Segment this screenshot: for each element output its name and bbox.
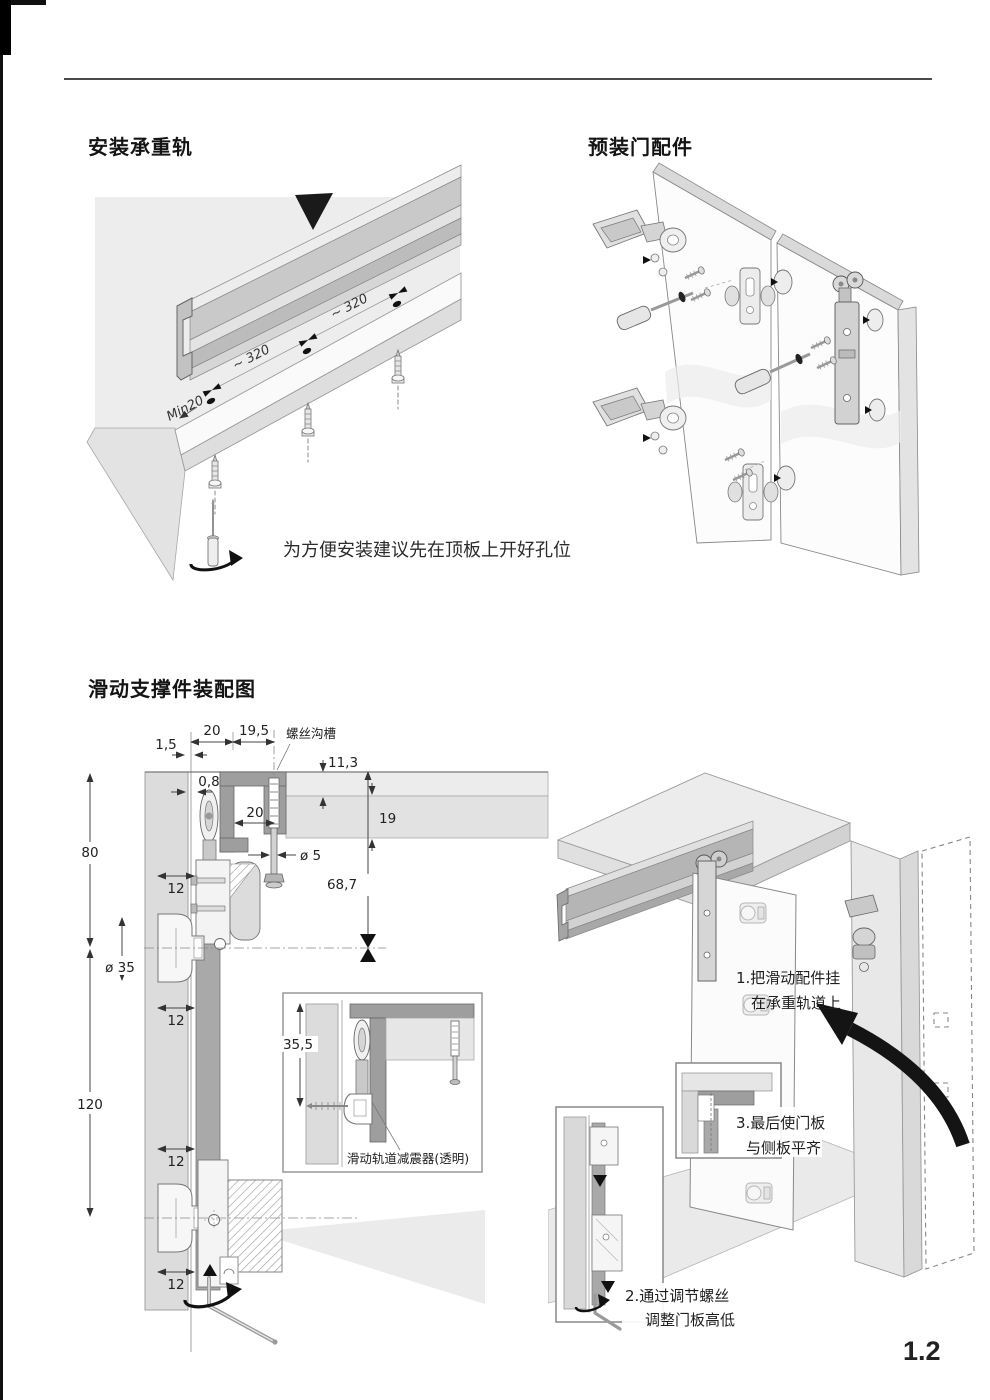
section-title-assembly-diagram: 滑动支撑件装配图	[88, 679, 256, 701]
mounting-plate-bottom	[727, 463, 796, 521]
label-bg	[100, 960, 140, 975]
dim-19-5: 19,5	[239, 723, 269, 739]
side-hinge-hardware	[844, 894, 879, 972]
section-title-install-rail: 安装承重轨	[88, 137, 193, 159]
section-marker	[360, 934, 376, 962]
dim-20-top: 20	[203, 723, 220, 739]
door-open-ghost	[921, 836, 975, 1270]
dim-1-5: 1,5	[155, 737, 176, 753]
hanger-bracket	[695, 850, 728, 982]
dim-19: 19	[379, 811, 396, 827]
scan-edge-corner	[0, 0, 11, 55]
pre-drill-tool	[189, 498, 243, 572]
dim-68-7: 68,7	[327, 877, 357, 893]
dim-35-5: 35,5	[283, 1037, 313, 1053]
step3-line2: 与侧板平齐	[746, 1139, 821, 1157]
push-arrow-icon	[865, 406, 872, 414]
dimension-lines	[86, 732, 376, 1276]
step2-line2: 调整门板高低	[645, 1311, 735, 1329]
height-adjuster	[197, 1159, 283, 1288]
door-fittings-figure	[592, 162, 920, 576]
dim-12-1: 12	[167, 881, 184, 897]
push-arrow-icon	[643, 434, 651, 442]
dim-0-8: 0,8	[198, 774, 219, 790]
slider-bracket	[832, 271, 886, 425]
dim-dia35: ø 35	[105, 960, 135, 976]
label-screw-groove: 螺丝沟槽	[286, 726, 336, 741]
damper-label: 滑动轨道减震器(透明)	[347, 1151, 469, 1166]
step2-line1: 2.通过调节螺丝	[625, 1287, 729, 1305]
dim-12-4: 12	[167, 1277, 184, 1293]
push-arrow-icon	[771, 278, 778, 286]
header-rule	[64, 78, 932, 80]
ghost-hinge-cups	[739, 902, 773, 1204]
dim-80: 80	[81, 845, 98, 861]
label-bg	[72, 1096, 108, 1112]
assembly-section-figure: 1,5 20 19,5 螺丝沟槽 11,3 0,8 20 19 ø 5 80 6…	[72, 723, 549, 1352]
dim-12-2: 12	[167, 1013, 184, 1029]
predrill-caption: 为方便安装建议先在顶板上开好孔位	[283, 540, 571, 560]
step1-line2: 在承重轨道上	[751, 994, 841, 1012]
page-number: 1.2	[903, 1336, 941, 1366]
rail-profile	[219, 730, 287, 889]
label-bg	[76, 844, 104, 860]
dim-120: 120	[77, 1097, 103, 1113]
step1-line1: 1.把滑动配件挂	[736, 969, 840, 987]
scan-edge-top	[0, 0, 46, 5]
adjust-up-arrow-icon	[203, 1264, 217, 1276]
cabinet-bottom-wedge	[255, 1210, 485, 1304]
hinge-top	[592, 209, 687, 277]
door-swing-arrow-icon	[816, 1003, 970, 1148]
section-title-predoor-fittings: 预装门配件	[588, 137, 693, 159]
adjust-down-arrow-icon	[601, 1281, 615, 1293]
scan-edge-left	[0, 0, 3, 1400]
roller-and-bracket	[190, 789, 261, 950]
damper-inset: 35,5 滑动轨道减震器(透明)	[276, 992, 483, 1173]
step3-line1: 3.最后使门板	[736, 1114, 825, 1132]
adjust-down-arrow-icon	[593, 1175, 607, 1187]
label-bg	[734, 1107, 822, 1157]
adjust-detail-inset	[555, 1106, 664, 1331]
slide-direction-arrow-icon	[295, 193, 333, 230]
push-arrow-icon	[774, 474, 781, 482]
load-bearing-rail	[176, 164, 462, 381]
dim-20-mid: 20	[246, 805, 263, 821]
push-arrow-icon	[863, 316, 870, 324]
screwdriver-2	[734, 352, 811, 395]
dim-dia5: ø 5	[300, 848, 321, 864]
dim-12-3: 12	[167, 1154, 184, 1170]
cabinet-install-figure: 1.把滑动配件挂 在承重轨道上 3.最后使门板 与侧板平齐	[548, 772, 975, 1331]
screwdriver-1	[616, 291, 694, 331]
door-panels	[652, 162, 920, 576]
rail-install-figure: ~ 320 ~ 320 Min20	[86, 164, 462, 582]
screw-position-markers	[179, 286, 408, 419]
push-arrow-icon	[643, 256, 651, 264]
loose-screws	[684, 266, 837, 482]
mounting-plate-top	[724, 267, 793, 325]
dim-11-3: 11,3	[328, 755, 358, 771]
label-bg	[320, 876, 364, 892]
label-bg	[622, 1283, 726, 1331]
hinge-bottom	[592, 387, 687, 455]
hex-key-tool	[183, 1276, 278, 1345]
label-bg	[276, 1036, 318, 1052]
centerlines	[144, 947, 386, 1219]
mounting-screws	[208, 348, 405, 515]
rail-damper	[343, 1093, 373, 1125]
